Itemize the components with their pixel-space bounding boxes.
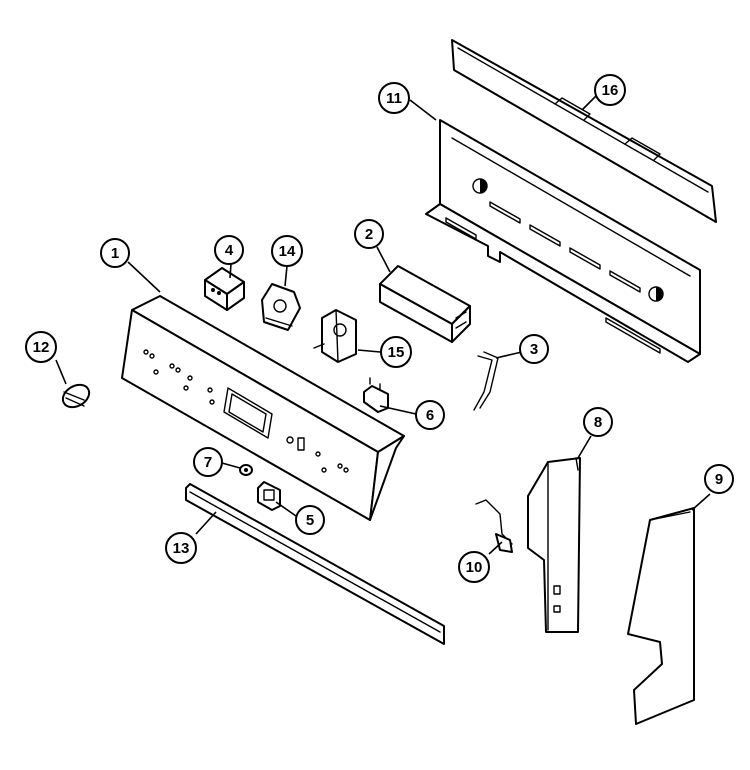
part-5-rocker-switch — [257, 481, 281, 511]
callout-label: 10 — [466, 559, 483, 576]
callout-4: 4 — [214, 235, 244, 265]
callout-1: 1 — [100, 238, 130, 268]
callout-15: 15 — [380, 336, 412, 368]
callout-16: 16 — [594, 74, 626, 106]
callout-label: 12 — [33, 339, 50, 356]
part-8-side-panel — [527, 457, 581, 633]
callout-6: 6 — [415, 400, 445, 430]
callout-2: 2 — [354, 219, 384, 249]
callout-14: 14 — [271, 235, 303, 267]
callout-label: 3 — [530, 341, 538, 358]
part-7-small-knob — [239, 464, 253, 476]
part-16-top-rail — [451, 39, 717, 223]
callout-label: 5 — [306, 512, 314, 529]
part-10-sensor-bracket — [475, 499, 513, 553]
callout-label: 1 — [111, 245, 119, 262]
callout-label: 9 — [715, 471, 723, 488]
callout-5: 5 — [295, 505, 325, 535]
part-1-control-panel — [121, 295, 405, 521]
callout-label: 4 — [225, 242, 234, 259]
callout-13: 13 — [165, 532, 197, 564]
part-12-knob — [61, 383, 91, 409]
callout-label: 2 — [365, 226, 373, 243]
callout-label: 6 — [426, 407, 434, 424]
callout-label: 14 — [279, 243, 296, 260]
callout-12: 12 — [25, 331, 57, 363]
callout-label: 7 — [204, 454, 212, 471]
leader-lines — [55, 95, 711, 555]
callout-7: 7 — [193, 447, 223, 477]
callout-10: 10 — [458, 551, 490, 583]
callout-8: 8 — [583, 407, 613, 437]
part-9-end-cap — [627, 507, 695, 725]
part-13-trim-strip — [185, 483, 445, 645]
callout-9: 9 — [704, 464, 734, 494]
callout-label: 15 — [388, 344, 405, 361]
part-2-control-module — [379, 265, 471, 343]
callout-3: 3 — [519, 334, 549, 364]
part-3-bracket — [473, 351, 499, 411]
callout-label: 16 — [602, 82, 619, 99]
part-4-switch — [204, 267, 245, 311]
part-15-timer — [313, 309, 357, 363]
part-14-infinite-switch — [261, 283, 301, 331]
callout-11: 11 — [378, 82, 410, 114]
callout-label: 11 — [386, 90, 402, 107]
callout-label: 13 — [173, 540, 190, 557]
part-11-back-panel — [425, 119, 701, 363]
callout-label: 8 — [594, 414, 602, 431]
